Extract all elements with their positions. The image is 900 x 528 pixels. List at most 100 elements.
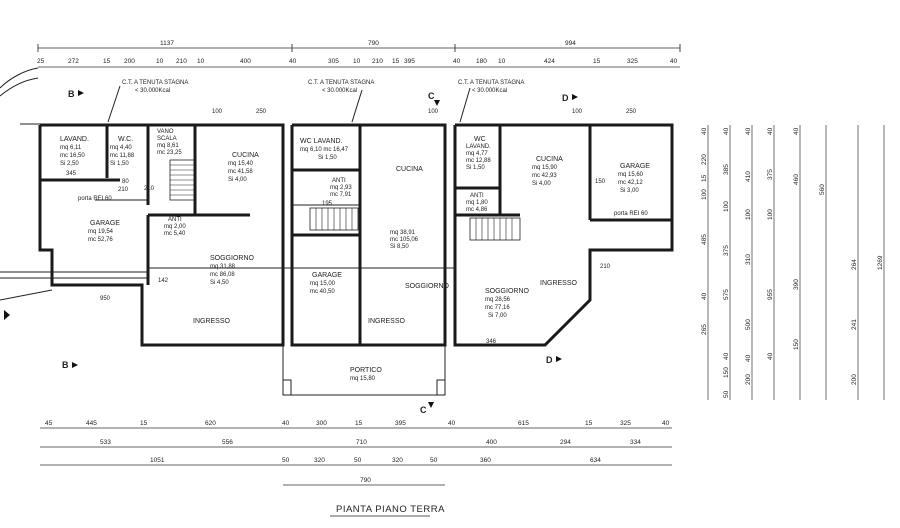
svg-text:634: 634 xyxy=(590,457,601,464)
section-b-top: B xyxy=(68,89,75,99)
svg-text:790: 790 xyxy=(360,477,371,484)
svg-text:615: 615 xyxy=(518,420,529,427)
svg-text:50: 50 xyxy=(723,390,730,398)
svg-text:40: 40 xyxy=(767,127,774,135)
svg-text:195: 195 xyxy=(322,201,333,207)
svg-text:LAVAND.: LAVAND. xyxy=(466,144,491,150)
svg-text:360: 360 xyxy=(480,457,491,464)
svg-text:mc 23,25: mc 23,25 xyxy=(157,150,182,156)
svg-text:410: 410 xyxy=(745,171,752,182)
svg-text:250: 250 xyxy=(626,109,637,115)
svg-text:15: 15 xyxy=(355,420,363,427)
svg-text:GARAGE: GARAGE xyxy=(312,272,342,279)
svg-text:SOGGIORNO: SOGGIORNO xyxy=(485,288,530,295)
room-cucina-1: CUCINA mq 15,40 mc 41,58 Si 4,00 xyxy=(228,152,259,183)
svg-text:80: 80 xyxy=(122,179,129,185)
dim-top2: 15 xyxy=(392,58,400,65)
svg-text:Si 1,50: Si 1,50 xyxy=(466,165,485,171)
svg-text:Si 1,50: Si 1,50 xyxy=(110,161,129,167)
svg-text:445: 445 xyxy=(86,420,97,427)
svg-text:210: 210 xyxy=(144,186,155,192)
room-ingresso-1: INGRESSO xyxy=(193,318,231,325)
svg-text:mc 42,12: mc 42,12 xyxy=(618,180,643,186)
svg-text:150: 150 xyxy=(793,339,800,350)
room-wc-lavand-2: WC LAVAND. mq 6,10 mc 16,47 Si 1,50 xyxy=(300,138,349,161)
dim-top2: 25 xyxy=(37,58,45,65)
svg-text:mq 19,54: mq 19,54 xyxy=(88,229,114,235)
svg-text:142: 142 xyxy=(158,278,169,284)
svg-text:15: 15 xyxy=(585,420,593,427)
svg-text:mc 41,58: mc 41,58 xyxy=(228,169,253,175)
svg-text:mq 15,40: mq 15,40 xyxy=(228,161,254,167)
dim-top2: 210 xyxy=(372,58,383,65)
svg-text:560: 560 xyxy=(819,184,826,195)
svg-text:955: 955 xyxy=(767,289,774,300)
svg-text:533: 533 xyxy=(100,439,111,446)
room-anti-2: ANTI mq 2,93 mc 7,91 xyxy=(330,178,352,198)
room-lavand-1: LAVAND. mq 6,11 mc 16,50 Si 2,50 xyxy=(60,136,89,167)
svg-text:15: 15 xyxy=(140,420,148,427)
svg-text:Si 4,00: Si 4,00 xyxy=(228,177,247,183)
porta-rei-3: porta REI 60 xyxy=(614,211,648,217)
svg-text:150: 150 xyxy=(595,179,606,185)
svg-text:15: 15 xyxy=(701,174,708,182)
dim-top2: 200 xyxy=(124,58,135,65)
svg-text:WC: WC xyxy=(474,136,486,143)
svg-text:45: 45 xyxy=(45,420,53,427)
svg-text:40: 40 xyxy=(723,127,730,135)
svg-text:241: 241 xyxy=(851,319,858,330)
svg-text:mq 15,90: mq 15,90 xyxy=(532,165,558,171)
svg-text:mc 40,50: mc 40,50 xyxy=(310,289,335,295)
svg-text:mq 2,00: mq 2,00 xyxy=(164,224,186,230)
svg-text:210: 210 xyxy=(118,187,129,193)
room-cucina-2-values: mq 38,91 mc 105,06 Si 8,50 xyxy=(390,230,419,250)
svg-text:Si 4,00: Si 4,00 xyxy=(532,181,551,187)
svg-text:320: 320 xyxy=(314,457,325,464)
svg-text:W.C.: W.C. xyxy=(118,136,133,143)
svg-text:mq 31,88: mq 31,88 xyxy=(210,264,236,270)
porta-rei-1: porta REI 60 xyxy=(78,196,112,202)
svg-text:1051: 1051 xyxy=(150,457,165,464)
dim-top-3: 994 xyxy=(565,40,576,47)
svg-text:500: 500 xyxy=(745,319,752,330)
svg-text:ANTI: ANTI xyxy=(168,217,182,223)
svg-text:Si 3,00: Si 3,00 xyxy=(620,188,639,194)
ct-labels: C.T. A TENUTA STAGNA < 30.000Kcal C.T. A… xyxy=(107,80,524,123)
svg-text:Si 8,50: Si 8,50 xyxy=(390,244,409,250)
svg-text:mc 5,40: mc 5,40 xyxy=(164,231,186,237)
svg-text:575: 575 xyxy=(723,289,730,300)
svg-text:mq 38,91: mq 38,91 xyxy=(390,230,416,236)
svg-text:100: 100 xyxy=(572,109,583,115)
svg-text:mc 11,88: mc 11,88 xyxy=(110,153,135,159)
room-soggiorno-3: SOGGIORNO mq 28,56 mc 77,16 Si 7,00 xyxy=(485,288,530,319)
svg-text:265: 265 xyxy=(701,324,708,335)
svg-text:395: 395 xyxy=(395,420,406,427)
svg-text:300: 300 xyxy=(316,420,327,427)
dim-top2: 15 xyxy=(103,58,111,65)
dim-top-1: 1137 xyxy=(160,40,174,47)
right-dimensions: 40 220 15 100 485 40 265 40 385 100 375 … xyxy=(701,125,885,400)
room-wc-1: W.C. mq 4,40 mc 11,88 Si 1,50 xyxy=(110,136,135,167)
svg-text:SCALA: SCALA xyxy=(157,136,177,142)
svg-text:310: 310 xyxy=(745,254,752,265)
svg-text:mc 86,08: mc 86,08 xyxy=(210,272,235,278)
svg-text:220: 220 xyxy=(701,154,708,165)
svg-text:Si 1,50: Si 1,50 xyxy=(318,155,337,161)
ct-cal-2: < 30.000Kcal xyxy=(322,88,357,94)
svg-text:50: 50 xyxy=(282,457,290,464)
svg-text:PORTICO: PORTICO xyxy=(350,367,382,374)
svg-text:GARAGE: GARAGE xyxy=(620,163,650,170)
bottom-dimensions: 45 445 15 620 40 300 15 395 40 615 15 32… xyxy=(40,420,672,486)
svg-text:375: 375 xyxy=(767,169,774,180)
svg-text:345: 345 xyxy=(66,171,77,177)
dim-top2: 10 xyxy=(498,58,506,65)
svg-text:mq 1,80: mq 1,80 xyxy=(466,200,488,206)
dim-top2: 40 xyxy=(289,58,297,65)
svg-text:294: 294 xyxy=(560,439,571,446)
svg-text:mq 6,11: mq 6,11 xyxy=(60,145,82,151)
svg-text:mc 4,86: mc 4,86 xyxy=(466,207,488,213)
room-ingresso-3: INGRESSO xyxy=(540,280,578,287)
svg-text:100: 100 xyxy=(428,109,439,115)
svg-text:100: 100 xyxy=(745,209,752,220)
